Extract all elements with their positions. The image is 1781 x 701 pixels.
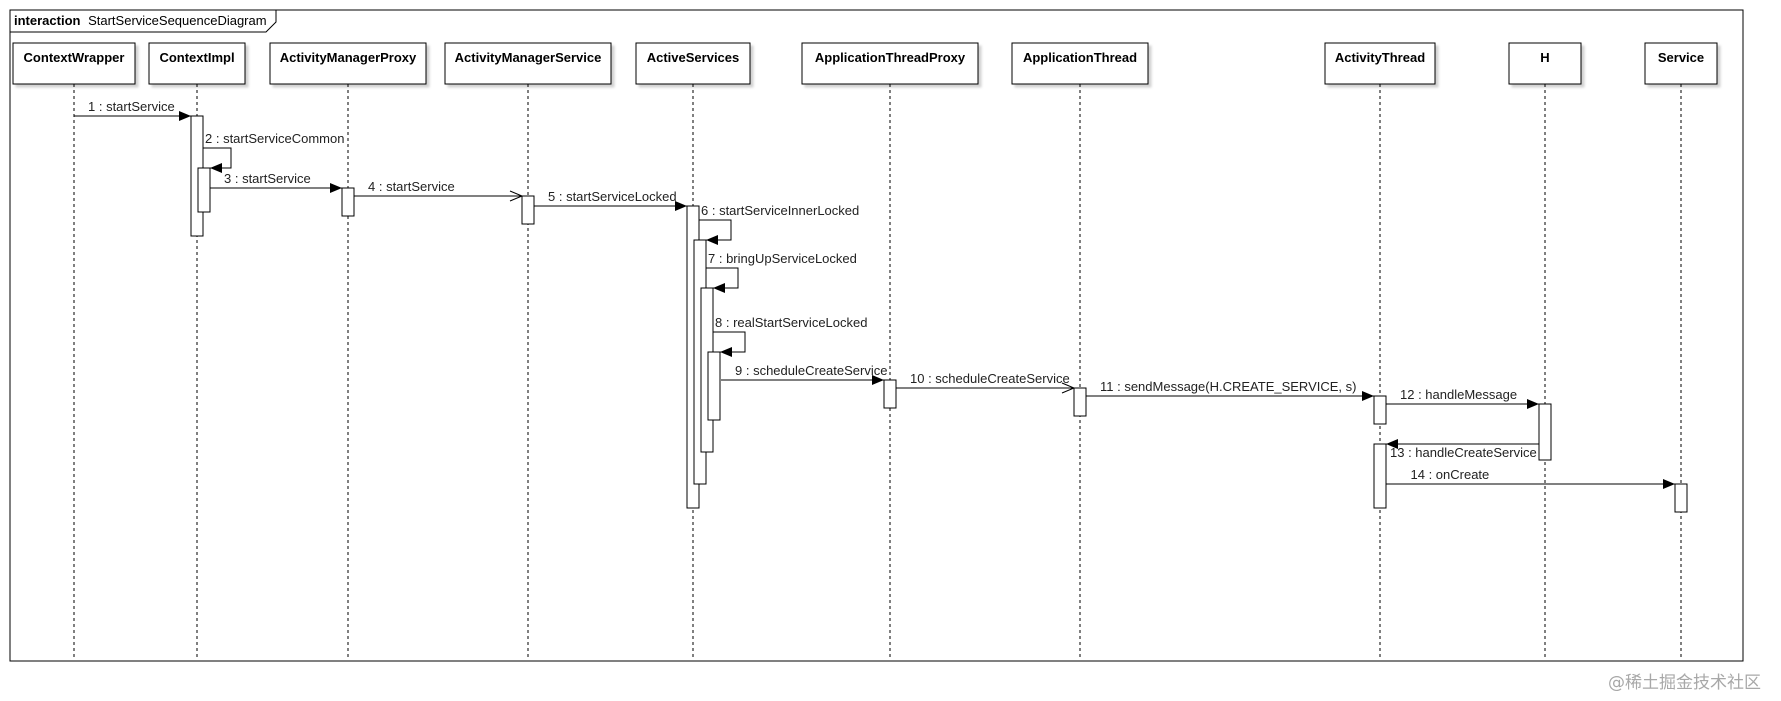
- lifeline-head-active-services: [635, 42, 751, 85]
- message-label: 14 : onCreate: [1411, 467, 1490, 482]
- arrowhead: [330, 183, 342, 193]
- lifelines-layer: ContextWrapper ContextImpl ActivityManager…: [12, 42, 1718, 660]
- activation-bar: [1073, 387, 1087, 417]
- lifeline-label-activity-manager-proxy: ActivityManagerProxy: [280, 50, 417, 65]
- message-8: 8 : realStartServiceLocked: [713, 315, 867, 357]
- activations-layer: [190, 115, 1688, 513]
- arrowhead: [1061, 382, 1076, 394]
- interaction-frame: interaction StartServiceSequenceDiagram: [9, 9, 1744, 662]
- message-label: 7 : bringUpServiceLocked: [708, 251, 857, 266]
- message-1: 1 : startService: [74, 99, 191, 121]
- arrowhead: [210, 163, 222, 173]
- message-11: 11 : sendMessage(H.CREATE_SERVICE, s): [1086, 379, 1374, 401]
- arrowhead: [1386, 439, 1398, 449]
- frame-name: StartServiceSequenceDiagram: [88, 13, 266, 28]
- activation-bar: [883, 379, 897, 409]
- arrowhead: [675, 201, 687, 211]
- arrowhead: [509, 190, 524, 202]
- message-arrow: [706, 267, 739, 289]
- message-arrow: [699, 219, 732, 241]
- lifeline-active-services: ActiveServices: [635, 42, 751, 660]
- lifeline-head-context-wrapper: [12, 42, 136, 85]
- arrowhead: [1362, 391, 1374, 401]
- lifeline-activity-thread: ActivityThread: [1324, 42, 1436, 660]
- arrowhead: [872, 375, 884, 385]
- lifeline-label-application-thread: ApplicationThread: [1023, 50, 1137, 65]
- frame-keyword: interaction: [14, 13, 81, 28]
- arrowhead: [1527, 399, 1539, 409]
- message-label: 12 : handleMessage: [1400, 387, 1517, 402]
- lifeline-activity-manager-service: ActivityManagerService: [444, 42, 612, 660]
- message-label: 2 : startServiceCommon: [205, 131, 344, 146]
- messages-layer: 1 : startService 2 : startServiceCommon 3 …: [74, 99, 1675, 489]
- arrowhead: [713, 283, 725, 293]
- activation-bar: [1373, 395, 1387, 425]
- message-label: 6 : startServiceInnerLocked: [701, 203, 859, 218]
- lifeline-context-wrapper: ContextWrapper: [12, 42, 136, 660]
- arrowhead: [179, 111, 191, 121]
- message-9: 9 : scheduleCreateService: [721, 363, 887, 385]
- message-4: 4 : startService: [354, 179, 524, 202]
- message-label: 10 : scheduleCreateService: [910, 371, 1070, 386]
- lifeline-application-thread: ApplicationThread: [1011, 42, 1149, 660]
- frame-title: interaction StartServiceSequenceDiagram: [14, 13, 267, 28]
- lifeline-head-activity-manager-proxy: [269, 42, 427, 85]
- activation-bar: [197, 167, 211, 213]
- lifeline-label-service: Service: [1658, 50, 1704, 65]
- lifeline-head-application-thread: [1011, 42, 1149, 85]
- message-2: 2 : startServiceCommon: [203, 131, 344, 173]
- message-label: 3 : startService: [224, 171, 311, 186]
- message-5: 5 : startServiceLocked: [534, 189, 687, 211]
- lifeline-label-context-wrapper: ContextWrapper: [24, 50, 125, 65]
- lifeline-application-thread-proxy: ApplicationThreadProxy: [801, 42, 979, 660]
- activation-bar: [341, 187, 355, 217]
- lifeline-label-h: H: [1540, 50, 1549, 65]
- lifeline-head-application-thread-proxy: [801, 42, 979, 85]
- message-label: 5 : startServiceLocked: [548, 189, 677, 204]
- lifeline-head-activity-manager-service: [444, 42, 612, 85]
- arrowhead: [1663, 479, 1675, 489]
- lifeline-activity-manager-proxy: ActivityManagerProxy: [269, 42, 427, 660]
- arrowhead: [706, 235, 718, 245]
- lifeline-h: H: [1508, 42, 1582, 660]
- lifeline-label-activity-thread: ActivityThread: [1335, 50, 1425, 65]
- message-10: 10 : scheduleCreateService: [896, 371, 1076, 394]
- message-label: 9 : scheduleCreateService: [735, 363, 887, 378]
- activation-bar: [1674, 483, 1688, 513]
- message-7: 7 : bringUpServiceLocked: [706, 251, 857, 293]
- activation-bar: [1538, 403, 1552, 461]
- lifeline-label-context-impl: ContextImpl: [159, 50, 234, 65]
- message-label: 1 : startService: [88, 99, 175, 114]
- message-14: 14 : onCreate: [1386, 467, 1675, 489]
- lifeline-head-activity-thread: [1324, 42, 1436, 85]
- message-label: 8 : realStartServiceLocked: [715, 315, 867, 330]
- lifeline-label-application-thread-proxy: ApplicationThreadProxy: [815, 50, 966, 65]
- arrowhead: [720, 347, 732, 357]
- message-label: 4 : startService: [368, 179, 455, 194]
- lifeline-label-activity-manager-service: ActivityManagerService: [455, 50, 602, 65]
- message-6: 6 : startServiceInnerLocked: [699, 203, 859, 245]
- message-label: 11 : sendMessage(H.CREATE_SERVICE, s): [1100, 379, 1356, 394]
- activation-bar: [521, 195, 535, 225]
- lifeline-head-service: [1644, 42, 1718, 85]
- message-arrow: [713, 331, 746, 353]
- message-label: 13 : handleCreateService: [1390, 445, 1537, 460]
- message-12: 12 : handleMessage: [1386, 387, 1539, 409]
- activation-bar: [707, 351, 721, 421]
- message-3: 3 : startService: [210, 171, 342, 193]
- lifeline-service: Service: [1644, 42, 1718, 660]
- watermark: @稀土掘金技术社区: [1608, 673, 1761, 693]
- lifeline-label-active-services: ActiveServices: [647, 50, 740, 65]
- activation-bar: [1373, 443, 1387, 509]
- message-13: 13 : handleCreateService: [1386, 439, 1539, 460]
